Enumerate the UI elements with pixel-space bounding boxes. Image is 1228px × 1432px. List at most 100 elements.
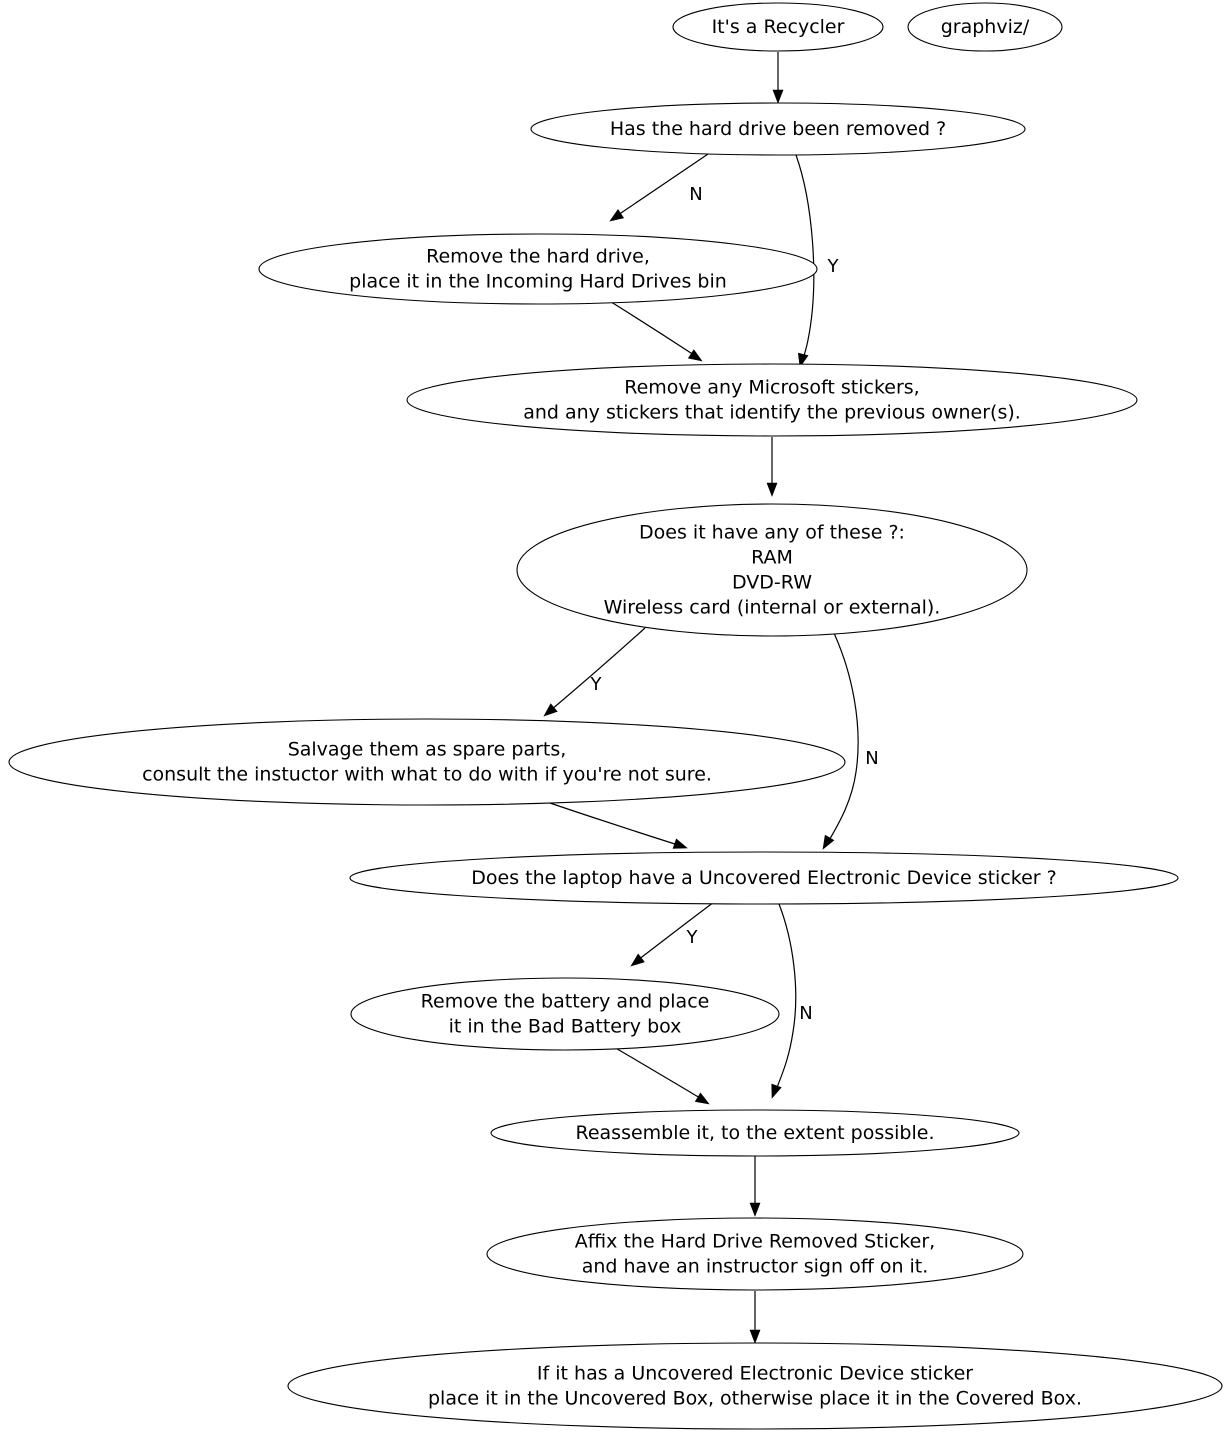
arrow-head-icon xyxy=(630,953,645,967)
node-ellipse[interactable] xyxy=(349,851,1179,905)
edge-reassemble-to-affix_sticker xyxy=(749,1156,761,1217)
node-start[interactable]: It's a Recycler xyxy=(672,2,884,52)
edge-line xyxy=(607,299,695,356)
node-ellipse[interactable] xyxy=(258,233,818,305)
arrow-head-icon xyxy=(772,89,784,104)
node-label-line: Remove the battery and place xyxy=(421,990,710,1012)
edge-start-to-hd_removed xyxy=(772,52,784,104)
arrow-head-icon xyxy=(749,1202,761,1217)
node-ellipse[interactable] xyxy=(486,1217,1024,1291)
edge-line xyxy=(827,630,859,843)
edge-label: Y xyxy=(590,674,603,695)
node-label-line: Reassemble it, to the extent possible. xyxy=(576,1122,935,1144)
node-ellipse[interactable] xyxy=(516,503,1028,637)
node-label: Remove the hard drive, place it in the In… xyxy=(349,245,727,292)
node-affix_sticker[interactable]: Affix the Hard Drive Removed Sticker, and… xyxy=(486,1217,1024,1291)
arrow-head-icon xyxy=(822,834,835,850)
arrow-head-icon xyxy=(609,209,625,222)
edge-label: N xyxy=(865,748,878,769)
node-label: Reassemble it, to the extent possible. xyxy=(576,1122,935,1144)
edge-remove_hd-to-remove_stickers xyxy=(607,299,703,362)
edge-label: N xyxy=(689,184,702,205)
edge-line xyxy=(795,154,815,363)
node-remove_stickers[interactable]: Remove any Microsoft stickers,and any st… xyxy=(406,363,1138,437)
node-ellipse[interactable] xyxy=(530,102,1026,156)
node-label: If it has a Uncovered Electronic Device … xyxy=(428,1362,1082,1409)
node-ellipse[interactable] xyxy=(907,2,1063,52)
edge-affix_sticker-to-final_box xyxy=(749,1291,761,1344)
node-label: graphviz/ xyxy=(941,16,1030,38)
arrow-head-icon xyxy=(771,1083,782,1099)
node-ued_sticker[interactable]: Does the laptop have a Uncovered Electro… xyxy=(349,851,1179,905)
node-label: Has the hard drive been removed ? xyxy=(610,118,946,140)
node-label-line: Affix the Hard Drive Removed Sticker, xyxy=(575,1230,935,1252)
node-ellipse[interactable] xyxy=(287,1342,1223,1430)
edge-line xyxy=(550,627,646,711)
node-label-line: Has the hard drive been removed ? xyxy=(610,118,946,140)
node-hd_removed[interactable]: Has the hard drive been removed ? xyxy=(530,102,1026,156)
arrow-head-icon xyxy=(687,349,703,362)
node-label-line: Does the laptop have a Uncovered Electro… xyxy=(471,867,1056,889)
node-final_box[interactable]: If it has a Uncovered Electronic Device … xyxy=(287,1342,1223,1430)
arrow-head-icon xyxy=(797,352,809,368)
edge-label: Y xyxy=(827,256,840,277)
node-ellipse[interactable] xyxy=(8,718,846,806)
node-remove_hd[interactable]: Remove the hard drive, place it in the In… xyxy=(258,233,818,305)
node-ellipse[interactable] xyxy=(490,1109,1020,1157)
node-label: Remove the battery and place it in the Ba… xyxy=(421,990,710,1037)
edges-layer: N Y Y N Y N xyxy=(531,52,879,1344)
arrow-head-icon xyxy=(543,703,558,717)
node-remove_battery[interactable]: Remove the battery and place it in the Ba… xyxy=(350,977,780,1051)
node-ellipse[interactable] xyxy=(406,363,1138,437)
edge-label: N xyxy=(799,1003,812,1024)
arrow-head-icon xyxy=(672,838,688,849)
nodes-layer: It's a Recycler graphviz/Has the hard dri… xyxy=(8,2,1223,1430)
node-label-line: DVD-RW xyxy=(732,571,812,593)
node-label: It's a Recycler xyxy=(712,16,845,38)
node-label-line: consult the instuctor with what to do wi… xyxy=(142,763,712,785)
edge-line xyxy=(637,901,715,961)
node-label-line: it in the Bad Battery box xyxy=(449,1015,682,1037)
node-graphviz[interactable]: graphviz/ xyxy=(907,2,1063,52)
edge-line xyxy=(611,1045,701,1099)
node-label-line: If it has a Uncovered Electronic Device … xyxy=(537,1362,973,1384)
node-label-line: graphviz/ xyxy=(941,16,1030,38)
node-label: Salvage them as spare parts, consult the … xyxy=(142,738,712,785)
edge-hd_removed-to-remove_stickers: Y xyxy=(795,154,840,368)
node-label-line: Remove the hard drive, xyxy=(426,245,650,267)
node-label-line: Salvage them as spare parts, xyxy=(288,738,567,760)
edge-remove_battery-to-reassemble xyxy=(611,1045,710,1105)
node-label-line: place it in the Uncovered Box, otherwise… xyxy=(428,1387,1082,1409)
arrow-head-icon xyxy=(694,1092,710,1105)
node-label-line: and have an instructor sign off on it. xyxy=(582,1255,929,1277)
node-label: Affix the Hard Drive Removed Sticker, and… xyxy=(575,1230,935,1277)
arrow-head-icon xyxy=(749,1329,761,1344)
node-label-line: place it in the Incoming Hard Drives bin xyxy=(349,270,727,292)
edge-label: Y xyxy=(686,927,699,948)
node-label: Does the laptop have a Uncovered Electro… xyxy=(471,867,1056,889)
edge-salvage-to-ued_sticker xyxy=(531,796,688,849)
edge-has_parts-to-ued_sticker: N xyxy=(822,630,879,850)
edge-remove_stickers-to-has_parts xyxy=(766,437,778,497)
edge-has_parts-to-salvage: Y xyxy=(543,627,646,717)
node-reassemble[interactable]: Reassemble it, to the extent possible. xyxy=(490,1109,1020,1157)
node-label-line: It's a Recycler xyxy=(712,16,845,38)
edge-hd_removed-to-remove_hd: N xyxy=(609,151,712,222)
node-salvage[interactable]: Salvage them as spare parts, consult the … xyxy=(8,718,846,806)
node-ellipse[interactable] xyxy=(672,2,884,52)
edge-line xyxy=(775,903,797,1091)
arrow-head-icon xyxy=(766,482,778,497)
edge-line xyxy=(531,796,679,846)
edge-ued_sticker-to-reassemble: N xyxy=(771,903,813,1099)
edge-line xyxy=(617,151,712,216)
node-label: Remove any Microsoft stickers,and any st… xyxy=(523,376,1021,423)
edge-ued_sticker-to-remove_battery: Y xyxy=(630,901,715,967)
node-label-line: RAM xyxy=(751,546,793,568)
node-label-line: Wireless card (internal or external). xyxy=(604,596,941,618)
node-label-line: and any stickers that identify the previ… xyxy=(523,401,1021,423)
node-ellipse[interactable] xyxy=(350,977,780,1051)
